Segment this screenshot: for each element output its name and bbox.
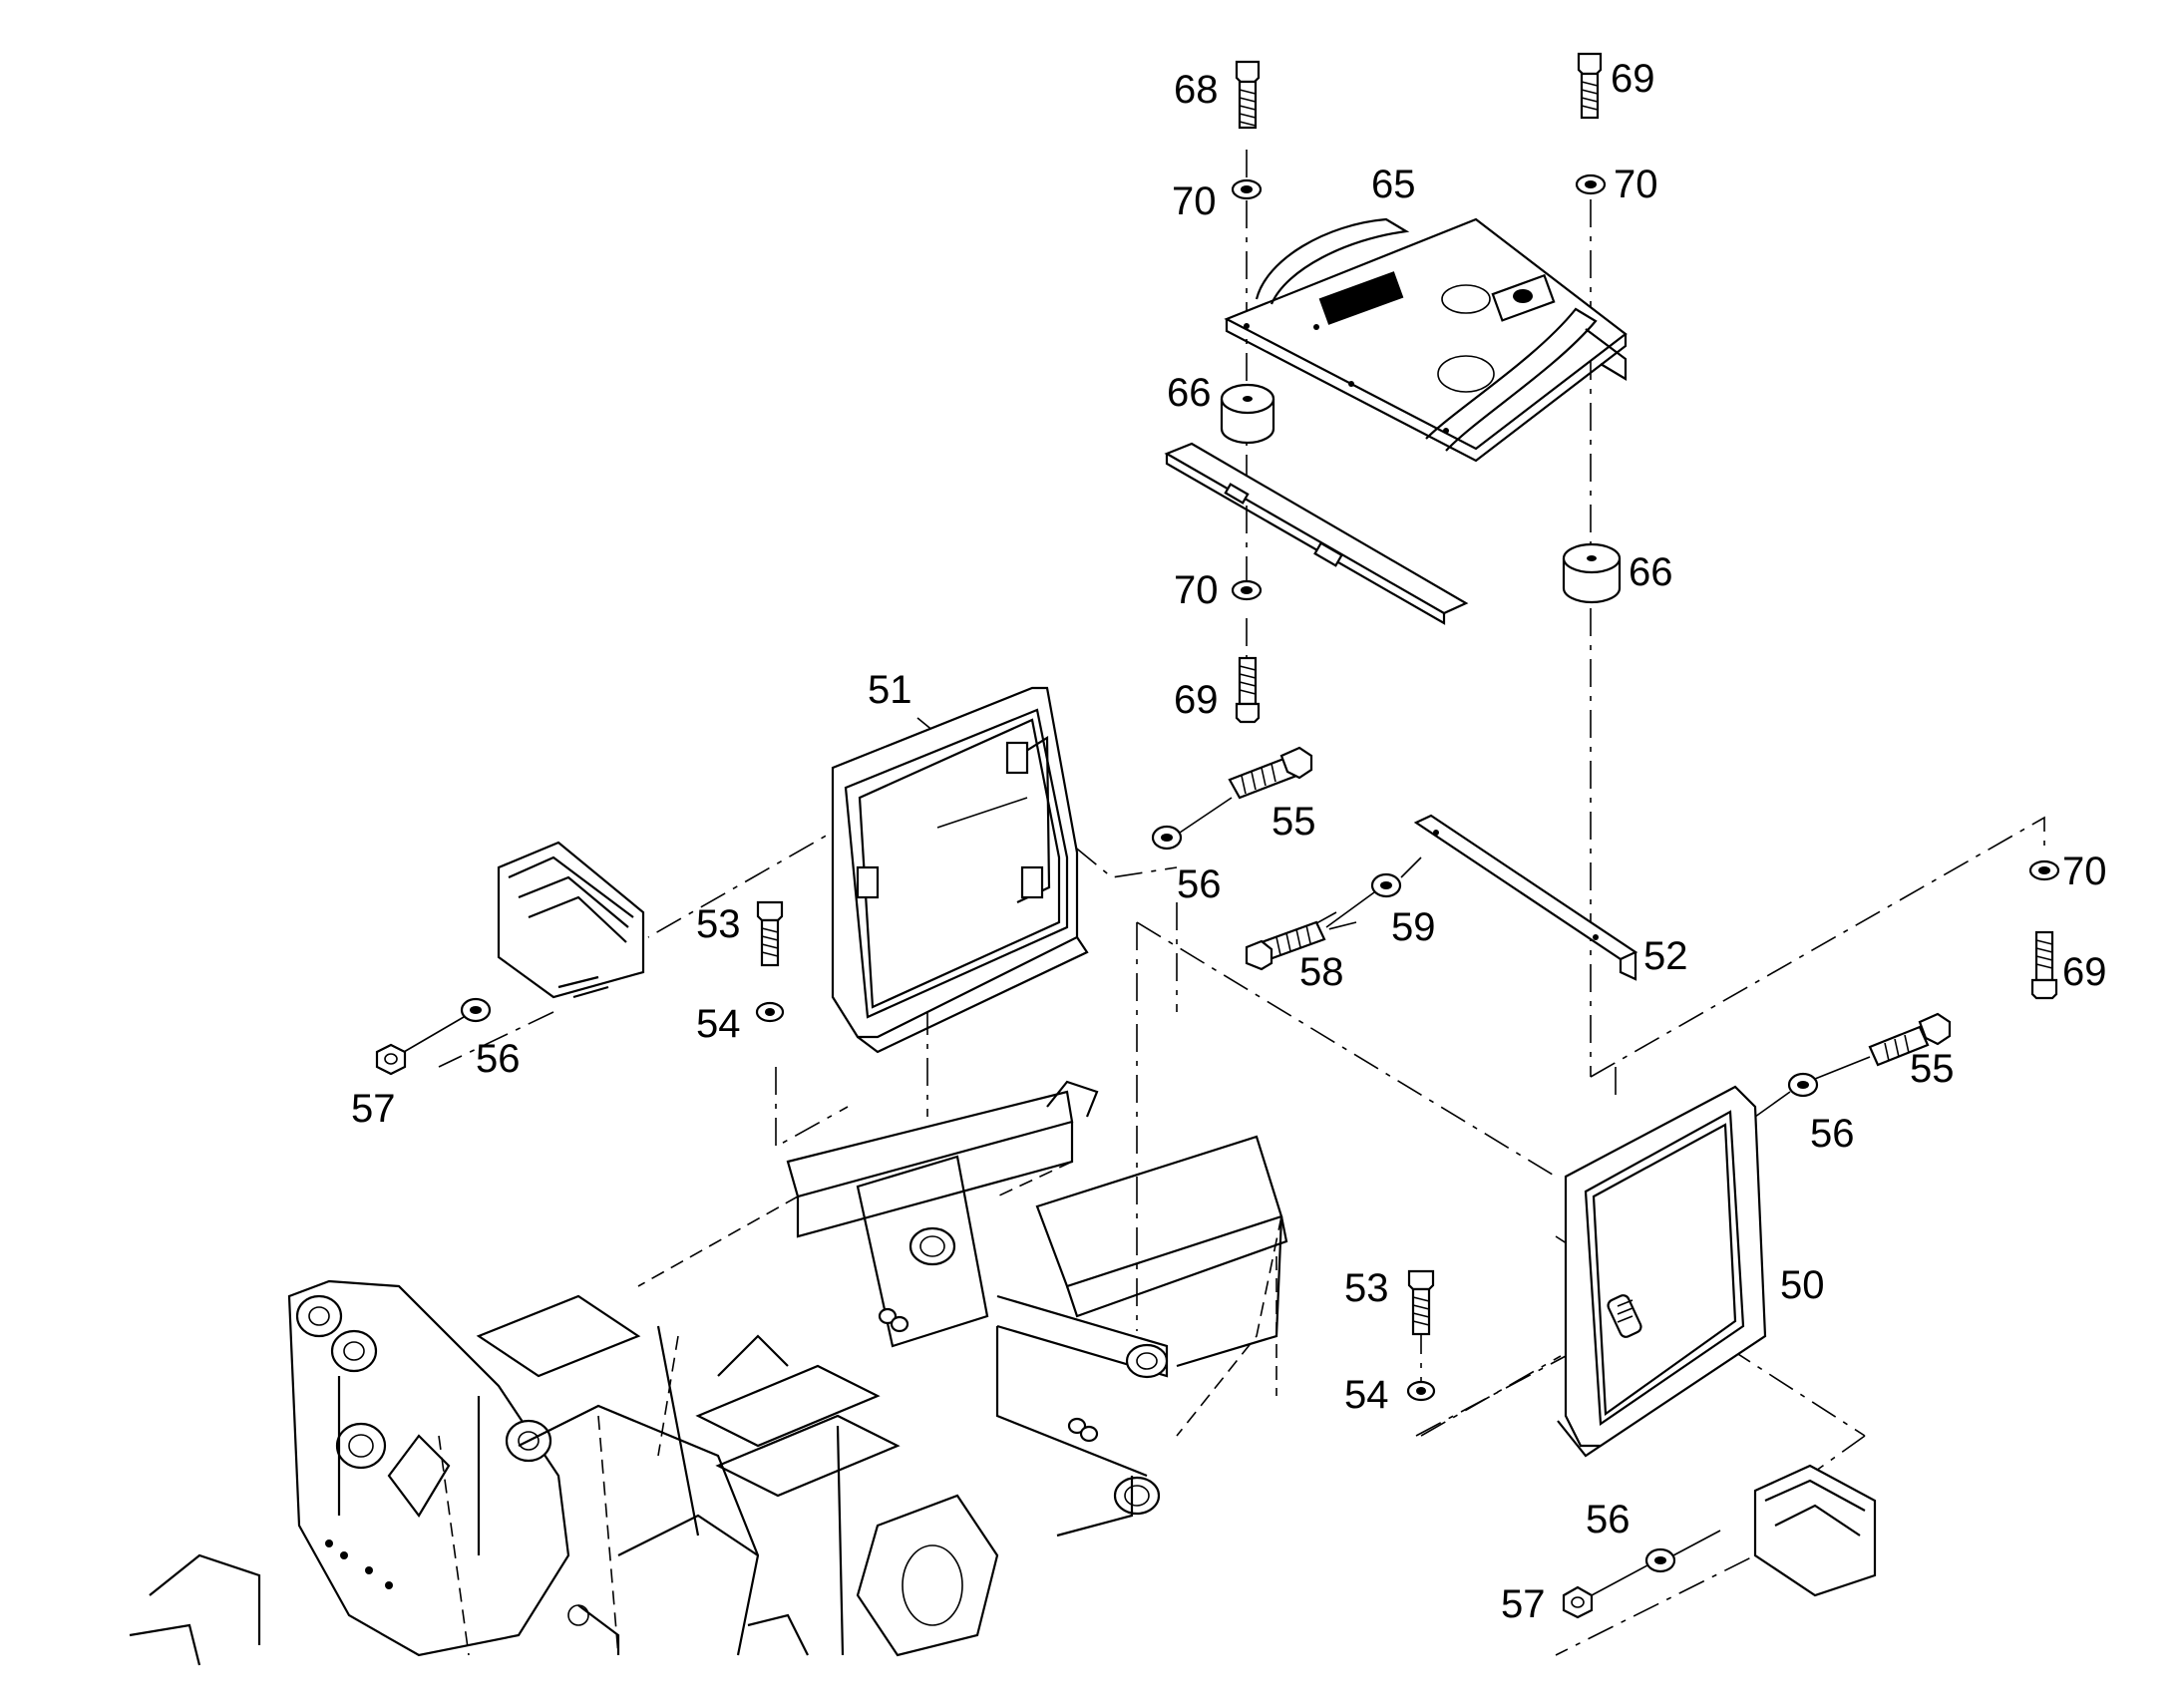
bolt-68 xyxy=(1235,60,1261,130)
callout-69-right: 69 xyxy=(2062,950,2107,994)
bolt-69-mid xyxy=(1235,656,1261,724)
callout-56-mid: 56 xyxy=(1177,862,1222,906)
callout-56-bottom-right: 56 xyxy=(1586,1498,1631,1541)
callout-labels: 68 69 70 70 65 66 66 70 69 51 55 56 53 5… xyxy=(351,57,2107,1626)
bolt-55-right xyxy=(1868,1012,1952,1067)
callout-57-left: 57 xyxy=(351,1087,396,1131)
nut-57-left xyxy=(375,1043,407,1076)
washer-56-left xyxy=(460,997,492,1023)
callout-70-right: 70 xyxy=(2062,850,2107,893)
callout-56-right: 56 xyxy=(1810,1112,1855,1156)
callout-68: 68 xyxy=(1174,68,1219,112)
callout-54-right: 54 xyxy=(1344,1373,1389,1417)
rail-bracket xyxy=(1164,442,1469,625)
washer-70-mid xyxy=(1231,579,1263,601)
mount-66-left xyxy=(1220,383,1275,445)
washer-59 xyxy=(1370,872,1402,898)
washer-70-top-right xyxy=(1575,173,1607,195)
right-mount-block xyxy=(1753,1464,1877,1597)
callout-59: 59 xyxy=(1391,905,1436,949)
washer-54-left xyxy=(755,1001,785,1023)
washer-56-bottom-right xyxy=(1644,1547,1676,1573)
callout-69-mid: 69 xyxy=(1174,678,1219,722)
nut-57-right xyxy=(1562,1585,1594,1619)
callout-66-right: 66 xyxy=(1629,550,1673,594)
callout-65: 65 xyxy=(1371,163,1416,206)
left-mount-block xyxy=(497,841,645,999)
washer-56-right xyxy=(1787,1072,1819,1098)
bolt-58 xyxy=(1245,920,1326,971)
bolt-69-top-right xyxy=(1577,52,1603,120)
callout-58: 58 xyxy=(1299,950,1344,994)
loader-frame xyxy=(129,1080,1288,1666)
callout-70-top-left: 70 xyxy=(1172,179,1217,223)
bolt-55-mid xyxy=(1228,746,1313,800)
part-52-bar xyxy=(1413,814,1638,981)
callout-52: 52 xyxy=(1643,934,1688,978)
callout-51: 51 xyxy=(868,668,912,712)
part-50-right-panel xyxy=(1557,1085,1767,1458)
washer-70-right xyxy=(2028,859,2060,881)
callout-55-mid: 55 xyxy=(1272,800,1316,844)
bolt-69-right xyxy=(2030,930,2058,1000)
callout-53-right: 53 xyxy=(1344,1266,1389,1310)
bolt-53-left xyxy=(756,900,784,967)
callout-70-top-right: 70 xyxy=(1614,163,1658,206)
washer-56-mid xyxy=(1151,825,1183,851)
callout-53-left: 53 xyxy=(696,902,741,946)
callout-55-right: 55 xyxy=(1910,1047,1955,1091)
callout-70-mid: 70 xyxy=(1174,568,1219,612)
callout-69-top: 69 xyxy=(1611,57,1655,101)
bolt-53-right xyxy=(1407,1269,1435,1336)
washer-70-top-left xyxy=(1231,178,1263,200)
part-65-cover-plate xyxy=(1224,217,1628,463)
washer-54-right xyxy=(1406,1380,1436,1402)
callout-54-left: 54 xyxy=(696,1002,741,1046)
callout-56-left: 56 xyxy=(476,1037,521,1081)
assembly-lines xyxy=(438,150,2045,1656)
part-51-left-panel xyxy=(831,686,1089,1054)
mount-66-right xyxy=(1562,542,1622,604)
callout-66-left: 66 xyxy=(1167,371,1212,415)
callout-50: 50 xyxy=(1780,1263,1825,1307)
callout-57-right: 57 xyxy=(1501,1582,1546,1626)
